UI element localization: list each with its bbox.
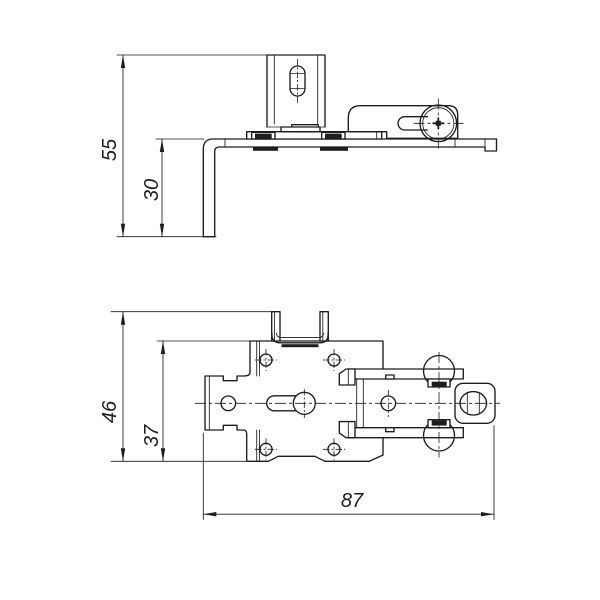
dim55-label: 55 — [99, 138, 121, 161]
tab-foot — [280, 126, 321, 133]
dim55-extension-lines — [116, 54, 268, 238]
tab-fold-inner — [276, 332, 324, 339]
dim46-arrow-top — [120, 311, 126, 325]
dimension-55: 55 — [99, 54, 268, 238]
dim37-arrow-top — [160, 341, 166, 354]
tab-inner-edges — [266, 54, 326, 128]
tab-leg-inner-lines — [273, 311, 324, 342]
plan-view: 46 37 87 — [99, 311, 500, 520]
tab-fold-outer — [271, 332, 329, 344]
dim30-label: 30 — [141, 179, 163, 201]
dim46-label: 46 — [99, 400, 121, 423]
under-plate-tab-right — [320, 147, 348, 151]
rivet-left — [255, 133, 272, 139]
arm-clip-bottom — [338, 420, 356, 439]
l-bracket — [202, 138, 498, 238]
flange-strip — [246, 131, 383, 140]
bracket-outer-contour — [202, 138, 498, 238]
arm-clip-top — [338, 368, 356, 386]
bracket-inner-contour — [214, 146, 486, 238]
dimension-30: 30 — [141, 138, 205, 238]
dim87-extension-lines — [202, 425, 495, 520]
dim46-arrow-bottom — [120, 448, 126, 462]
rail-notch-bottom — [385, 427, 395, 433]
keyhole-slot-lines — [266, 395, 297, 412]
folded-tab — [271, 311, 329, 348]
housing-outline — [347, 105, 459, 139]
dim55-arrow-bottom — [120, 223, 126, 237]
side-elevation-view: 55 30 — [99, 54, 498, 238]
roller-axle-cross — [432, 117, 445, 130]
rail-notch-top — [385, 374, 395, 380]
tab-outline — [266, 54, 326, 128]
dimension-37: 37 — [141, 340, 251, 462]
tab-slot — [289, 65, 306, 97]
rivet-top — [431, 381, 447, 387]
dim46-extension-lines — [110, 311, 273, 462]
arm-rail-top — [347, 368, 464, 380]
tab-slot-arc-centers — [290, 73, 305, 89]
dim30-arrow-bottom — [159, 223, 165, 237]
dim37-arrow-bottom — [160, 448, 166, 462]
dim37-label: 37 — [141, 424, 163, 447]
roller-housing — [347, 98, 464, 149]
tab-leg-left — [271, 311, 281, 342]
plate-right-end-step — [484, 138, 498, 152]
tab-leg-right — [319, 311, 329, 342]
dimension-46: 46 — [99, 311, 273, 462]
upright-tab — [266, 54, 326, 133]
corner-holes — [255, 349, 345, 461]
bend-lines — [256, 340, 260, 462]
dim55-arrow-top — [120, 55, 126, 68]
rivet-right — [325, 133, 342, 139]
dim30-arrow-top — [159, 139, 165, 152]
tab-fold-edge — [281, 344, 319, 348]
arm-rail-bottom — [347, 427, 464, 439]
dimension-87: 87 — [202, 425, 495, 520]
under-plate-tab-left — [253, 147, 278, 151]
dim87-arrow-left — [203, 512, 217, 517]
dim87-label: 87 — [341, 490, 364, 512]
plate-joint-lines — [224, 138, 486, 148]
dim87-arrow-right — [481, 512, 494, 517]
